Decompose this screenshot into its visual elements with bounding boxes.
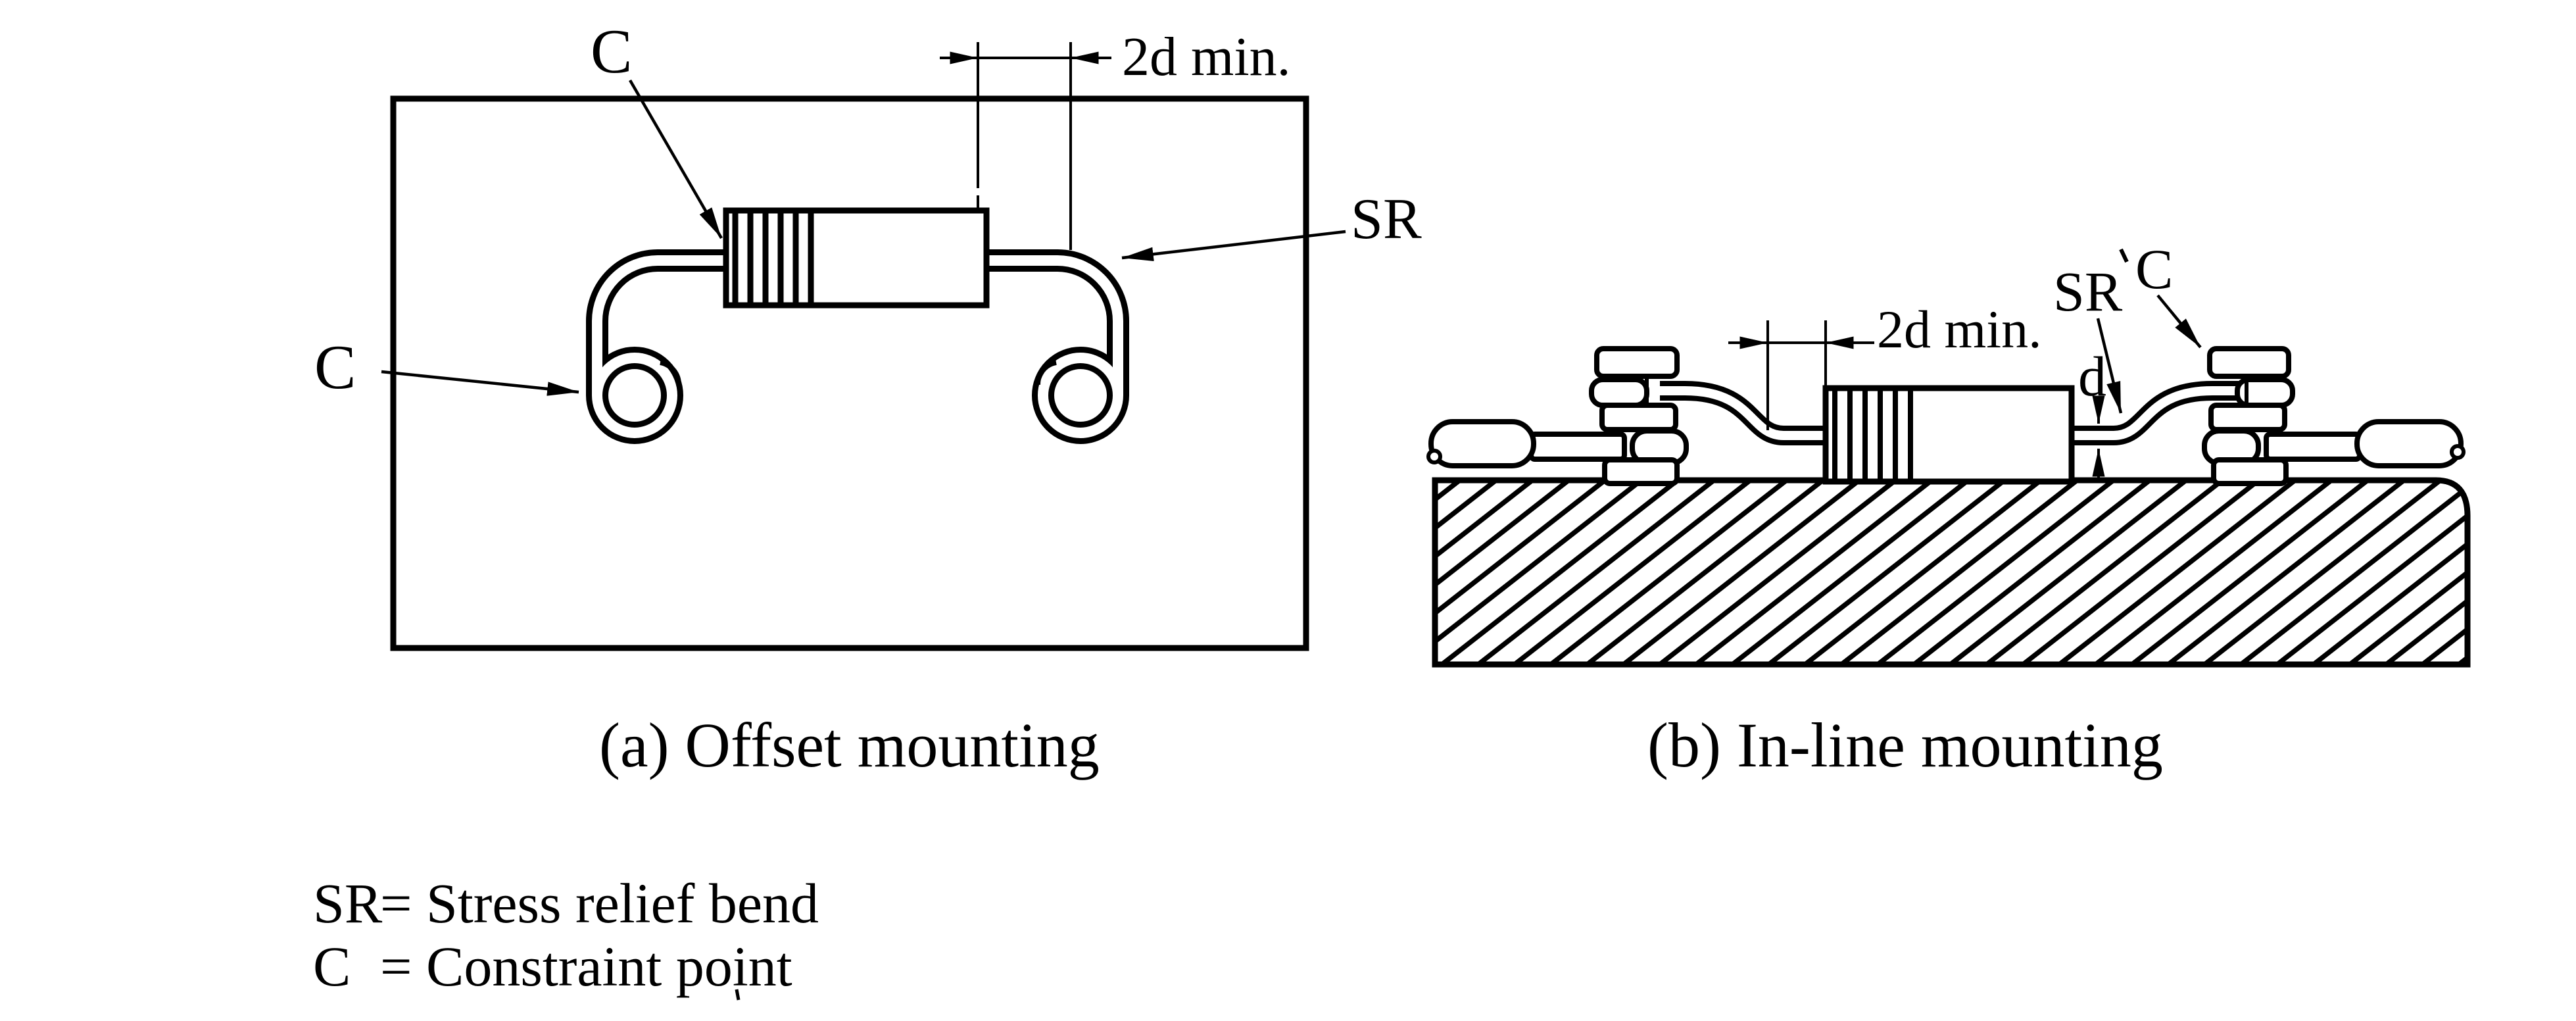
terminal-collar-right-1 [2207,346,2291,379]
lead-out-cylinder-right [2354,419,2464,468]
solder-drop-left [1426,449,1442,464]
board-section-outline-b [1432,477,2471,668]
terminal-collar-right-2 [2235,377,2295,408]
scan-artifact-mark [735,989,741,1001]
leader-line-constraint-top-a [629,79,723,239]
constraint-label-b: C [2135,237,2173,301]
dimension-2d-min-a [940,42,1111,250]
legend-abbr-sr: SR [313,872,383,935]
dimension-text-a: 2d min. [1122,26,1291,87]
terminal-collar-left-1 [1594,346,1680,379]
component-body-b [1822,385,2075,485]
stress-relief-label-a: SR [1351,187,1422,251]
legend: SR = Stress relief bend C = Constraint p… [313,872,819,1001]
wire-end-hook-right [1034,360,1057,386]
terminal-collar-left-2 [1589,377,1649,408]
caption-panel-a: (a) Offset mounting [599,710,1100,780]
legend-def-sr: = Stress relief bend [380,872,819,935]
circuit-board-outline-a [390,95,1309,651]
component-leads-b-inner [1660,386,2241,440]
lead-diameter-label-b: d [2078,345,2106,408]
constraint-label-tick-b [2119,248,2129,263]
terminal-collar-left-3 [1599,403,1678,432]
terminal-bar-left [1528,432,1627,462]
terminal-post-left-b [1426,346,1689,486]
legend-def-c: = Constraint point [380,935,792,998]
constraint-label-top-a: C [591,16,632,86]
leader-line-stress-relief-a [1121,230,1346,262]
terminal-collar-left-5 [1602,457,1680,486]
legend-abbr-c: C [313,935,351,998]
terminal-collar-right-3 [2208,403,2287,432]
terminal-bar-right [2264,432,2362,462]
leader-line-constraint-b [2156,294,2202,349]
component-band-stripes-a [732,211,814,305]
terminal-collar-right-5 [2211,457,2289,486]
dimension-2d-min-b [1728,320,1874,430]
solder-drop-right [2450,444,2466,460]
wire-end-hook-left [660,360,682,386]
dimension-text-b: 2d min. [1877,299,2042,359]
caption-panel-b: (b) In-line mounting [1647,710,2163,780]
terminal-post-right-b [2202,346,2466,486]
constraint-label-left-a: C [314,332,356,402]
panel-a-offset-mounting: 2d min. C C SR (a) Offset mounting [314,16,1422,780]
leader-line-constraint-left-a [381,370,579,396]
stress-relief-label-b: SR [2053,260,2123,323]
component-band-stripes-b [1832,388,1913,482]
component-body-outline-a [723,207,990,309]
leader-line-stress-relief-b [2096,318,2123,414]
lead-out-cylinder-left [1428,419,1536,468]
panel-b-inline-mounting: 2d min. d SR C (b) In-line mounting [1426,237,2471,780]
component-body-a [723,207,990,309]
component-leads-a-inner [592,255,1123,438]
